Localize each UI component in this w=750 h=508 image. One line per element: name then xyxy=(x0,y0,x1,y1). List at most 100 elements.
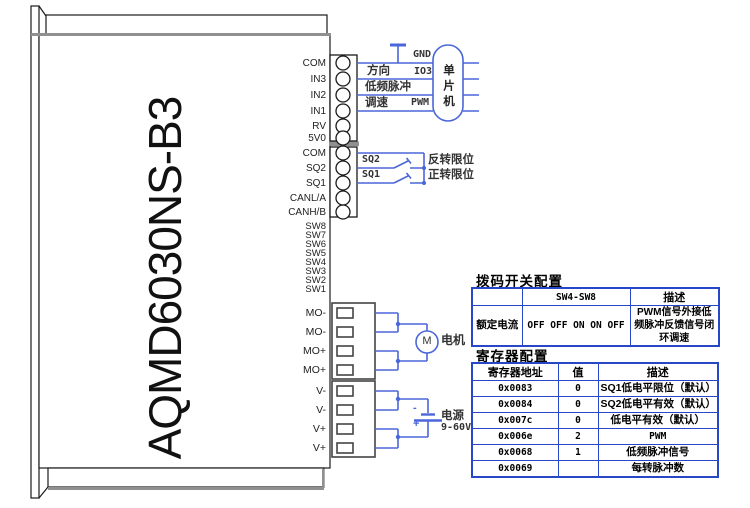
pin-label-in1: IN1 xyxy=(310,105,326,117)
dip-table-title: 拨码开关配置 xyxy=(476,274,563,289)
pin-circle xyxy=(335,160,351,176)
reg-desc: 每转脉冲数 xyxy=(597,460,719,477)
table-row: 0x006e 2 PWM xyxy=(471,428,719,445)
junction-dot xyxy=(395,321,401,327)
pin-label-5v0: 5V0 xyxy=(308,132,326,144)
pin-circle xyxy=(335,130,351,146)
pin-circle xyxy=(335,71,351,87)
table-row: 0x0068 1 低频脉冲信号 xyxy=(471,444,719,461)
table-row: 0x0069 每转脉冲数 xyxy=(471,460,719,477)
pin-label-mo-plus-1: MO+ xyxy=(302,344,326,357)
pin-circle xyxy=(335,103,351,119)
signal-connector xyxy=(329,54,358,146)
reg-value: 2 xyxy=(557,428,599,445)
reg-header-value: 值 xyxy=(557,362,599,381)
pin-label-rv: RV xyxy=(312,120,326,132)
terminal-pad xyxy=(336,404,354,416)
pin-label-v-plus-1: V+ xyxy=(312,422,326,435)
pin-circle xyxy=(335,190,351,206)
limit-switch-sq2-icon xyxy=(393,157,412,169)
pin-circle xyxy=(335,55,351,71)
register-table-title: 寄存器配置 xyxy=(476,349,549,364)
table-row: 0x0083 0 SQ1低电平限位（默认） xyxy=(471,380,719,397)
power-range-label: 9-60V xyxy=(441,422,472,433)
terminal-pad xyxy=(336,442,354,454)
terminal-pad xyxy=(336,385,354,397)
junction-dot xyxy=(395,396,401,402)
low-freq-pulse-label: 低频脉冲 xyxy=(365,81,411,93)
mcu-body xyxy=(432,44,464,122)
reg-desc: SQ2低电平有效（默认） xyxy=(597,396,719,413)
pin-label-in3: IN3 xyxy=(310,73,326,85)
pin-label-sw1: SW1 xyxy=(305,284,326,295)
table-row: 0x0084 0 SQ2低电平有效（默认） xyxy=(471,396,719,413)
driver-outline xyxy=(30,5,331,499)
battery-plus-sign: + xyxy=(413,418,420,430)
speed-label: 调速 xyxy=(365,97,388,109)
pin-label-mo-plus-2: MO+ xyxy=(302,363,326,376)
terminal-pad xyxy=(336,307,354,319)
dip-cell-rated-current: 额定电流 xyxy=(471,305,523,347)
direction-label: 方向 xyxy=(367,65,390,77)
limit-switch-sq1-icon xyxy=(393,172,412,184)
ground-icon xyxy=(390,43,406,63)
reg-address: 0x0083 xyxy=(471,380,559,397)
bottom-fin xyxy=(47,467,325,488)
pin-circle xyxy=(335,204,351,220)
pin-label-canla: CANL/A xyxy=(289,192,326,204)
motor-terminal-block xyxy=(331,302,376,380)
reg-header-desc: 描述 xyxy=(597,362,719,381)
pin-label-sw4: SW4 xyxy=(305,257,326,268)
pin-label-in2: IN2 xyxy=(310,89,326,101)
reg-address: 0x0069 xyxy=(471,460,559,477)
reg-value: 0 xyxy=(557,412,599,429)
pin-label-com2: COM xyxy=(302,147,326,159)
junction-dot xyxy=(395,434,401,440)
reg-value xyxy=(557,460,599,477)
power-supply-label: 电源 xyxy=(441,410,464,422)
forward-limit-label: 正转限位 xyxy=(428,169,474,181)
pin-label-sw7: SW7 xyxy=(305,230,326,241)
junction-dot xyxy=(422,166,426,170)
reg-value: 1 xyxy=(557,444,599,461)
terminal-pad xyxy=(336,423,354,435)
register-config-table: 寄存器地址 值 描述 0x0083 0 SQ1低电平限位（默认） 0x0084 … xyxy=(471,362,719,478)
pin-label-sq1: SQ1 xyxy=(305,177,326,189)
pwm-label: PWM xyxy=(411,97,430,108)
dip-header-sw: SW4-SW8 xyxy=(521,287,631,306)
pin-label-sw5: SW5 xyxy=(305,248,326,259)
reg-address: 0x006e xyxy=(471,428,559,445)
mounting-bar xyxy=(30,5,40,499)
sq2-wire-label: SQ2 xyxy=(362,154,381,165)
junction-dot xyxy=(422,181,426,185)
reg-header-address: 寄存器地址 xyxy=(471,362,559,381)
terminal-pad xyxy=(336,326,354,338)
top-fin xyxy=(45,14,328,35)
battery-minus-sign: - xyxy=(413,402,417,414)
pin-label-v-minus-1: V- xyxy=(316,384,326,397)
reg-desc: 低频脉冲信号 xyxy=(597,444,719,461)
gnd-label: GND xyxy=(413,49,432,60)
bottom-corner xyxy=(38,486,49,499)
dip-config-table: SW4-SW8 描述 额定电流 OFF OFF ON ON OFF PWM信号外… xyxy=(471,287,720,347)
reg-address: 0x0068 xyxy=(471,444,559,461)
reg-address: 0x007c xyxy=(471,412,559,429)
sq1-wire-label: SQ1 xyxy=(362,169,381,180)
reg-desc: 低电平有效（默认） xyxy=(597,412,719,429)
mcu-wires xyxy=(357,62,479,112)
pin-label-sw8: SW8 xyxy=(305,221,326,232)
pin-label-sw2: SW2 xyxy=(305,275,326,286)
pin-label-sw6: SW6 xyxy=(305,239,326,250)
motor-label: 电机 xyxy=(441,333,466,347)
motor-circle xyxy=(415,330,439,354)
io3-label: IO3 xyxy=(414,66,433,77)
pin-label-mo-minus-2: MO- xyxy=(305,325,326,338)
dip-header-desc: 描述 xyxy=(629,287,720,306)
table-row: 0x007c 0 低电平有效（默认） xyxy=(471,412,719,429)
dip-cell-switch-states: OFF OFF ON ON OFF xyxy=(521,305,631,347)
top-corner xyxy=(38,5,47,17)
mcu-label: 单片机 xyxy=(442,63,454,111)
pin-label-sw3: SW3 xyxy=(305,266,326,277)
